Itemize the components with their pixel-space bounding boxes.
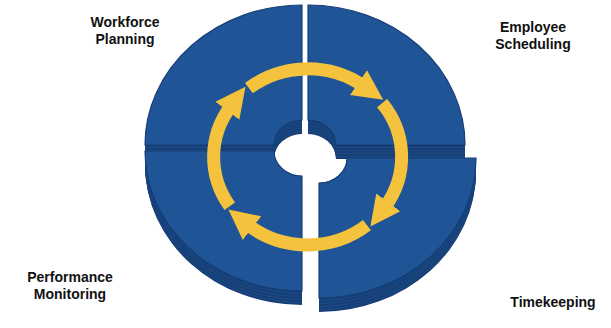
segment-shape [306, 4, 466, 160]
segment-label: Workforce Planning [75, 14, 175, 48]
segment-face [145, 151, 302, 291]
ring-segment: Timekeeping [318, 157, 477, 313]
segment-label: Performance Monitoring [15, 269, 125, 303]
segment-label: Employee Scheduling [478, 19, 588, 53]
cycle-arrow [249, 69, 364, 88]
ring-segment: Performance Monitoring [144, 150, 303, 306]
segment-face [319, 158, 476, 298]
ring-segment: Workforce Planning [144, 4, 303, 161]
segment-face [308, 5, 465, 145]
segment-shape [144, 4, 303, 161]
segment-shape [318, 157, 477, 313]
segment-side [308, 6, 465, 146]
segment-face [145, 5, 302, 145]
segment-side [319, 159, 476, 299]
segment-side [145, 152, 302, 292]
cycle-arrow [382, 103, 402, 207]
segment-shape [144, 150, 303, 306]
segment-label: Timekeeping [493, 294, 611, 311]
cycle-arrow [247, 224, 367, 245]
segment-side [145, 6, 302, 146]
cycle-arrow [214, 106, 231, 206]
ring-segment: Employee Scheduling [306, 4, 466, 160]
